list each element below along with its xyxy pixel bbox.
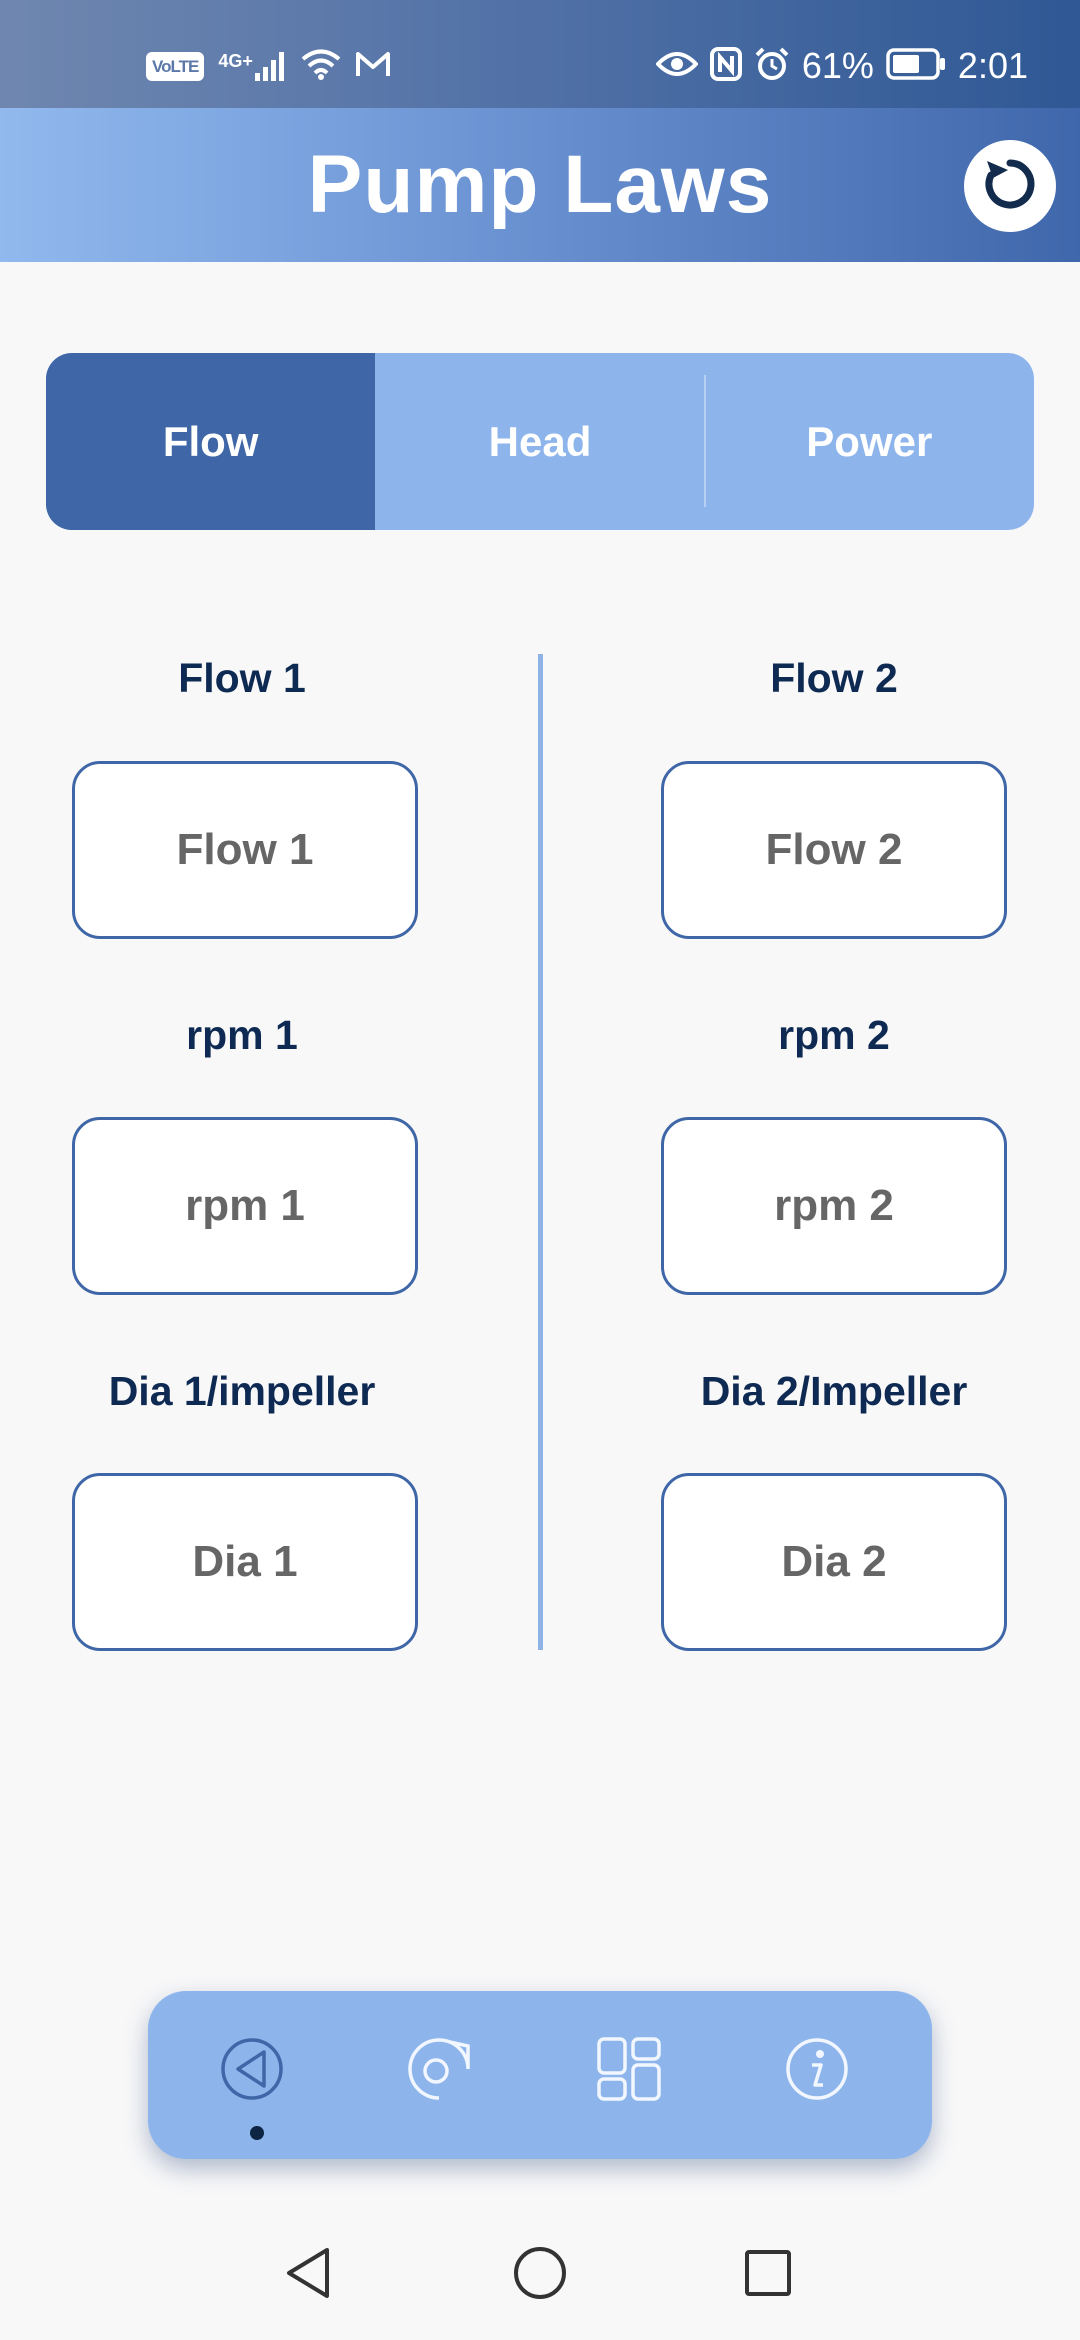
flow-1-label: Flow 1 (178, 655, 306, 701)
page-title: Pump Laws (307, 139, 773, 230)
reset-button[interactable] (964, 140, 1056, 232)
flow-2-label: Flow 2 (770, 655, 898, 701)
pump-laws-icon (219, 2036, 285, 2107)
dia-1-label: Dia 1/impeller (108, 1368, 376, 1414)
wifi-icon (301, 48, 341, 85)
signal-icon: 4G+ (218, 51, 287, 81)
network-type: 4G+ (218, 51, 253, 71)
nav-item-pump-laws[interactable] (197, 2021, 307, 2121)
rpm-1-input[interactable]: rpm 1 (72, 1117, 418, 1295)
active-indicator-dot (250, 2126, 264, 2140)
home-button[interactable] (490, 2210, 590, 2340)
bottom-nav (148, 1991, 932, 2159)
system-nav-bar (0, 2210, 1080, 2340)
recents-square-icon (743, 2248, 793, 2303)
nav-item-pump[interactable] (384, 2021, 494, 2121)
refresh-icon (977, 151, 1043, 222)
nav-item-info[interactable] (762, 2021, 872, 2121)
dashboard-icon (596, 2036, 662, 2107)
app-header: Pump Laws (0, 108, 1080, 262)
column-divider (538, 654, 543, 1650)
battery-icon (886, 47, 946, 85)
battery-percent: 61% (801, 45, 874, 86)
dia-2-input[interactable]: Dia 2 (661, 1473, 1007, 1651)
recents-button[interactable] (718, 2210, 818, 2340)
back-button[interactable] (258, 2210, 358, 2340)
dia-2-label: Dia 2/Impeller (700, 1368, 968, 1414)
clock: 2:01 (957, 45, 1028, 86)
info-icon (784, 2036, 850, 2107)
status-bar: VoLTE 4G+ (0, 0, 1080, 108)
rpm-2-input[interactable]: rpm 2 (661, 1117, 1007, 1295)
status-right: 61% 2:01 (655, 44, 1028, 88)
gmail-icon (355, 50, 391, 83)
pump-casing-icon (402, 2036, 476, 2107)
flow-1-input[interactable]: Flow 1 (72, 761, 418, 939)
back-triangle-icon (283, 2246, 333, 2305)
tab-power[interactable]: Power (806, 417, 933, 465)
tab-flow[interactable]: Flow (46, 353, 376, 530)
tab-divider (704, 375, 706, 507)
nfc-icon (709, 46, 742, 86)
mode-tabs: Flow Head Power (46, 353, 1034, 530)
status-left: VoLTE 4G+ (146, 44, 391, 88)
rpm-2-label: rpm 2 (778, 1012, 890, 1058)
tab-head[interactable]: Head (488, 417, 592, 465)
flow-2-input[interactable]: Flow 2 (661, 761, 1007, 939)
rpm-1-label: rpm 1 (186, 1012, 298, 1058)
volte-badge: VoLTE (146, 51, 205, 81)
eye-icon (655, 50, 699, 83)
home-circle-icon (512, 2245, 568, 2306)
dia-1-input[interactable]: Dia 1 (72, 1473, 418, 1651)
nav-item-dashboard[interactable] (574, 2021, 684, 2121)
alarm-icon (754, 46, 790, 87)
